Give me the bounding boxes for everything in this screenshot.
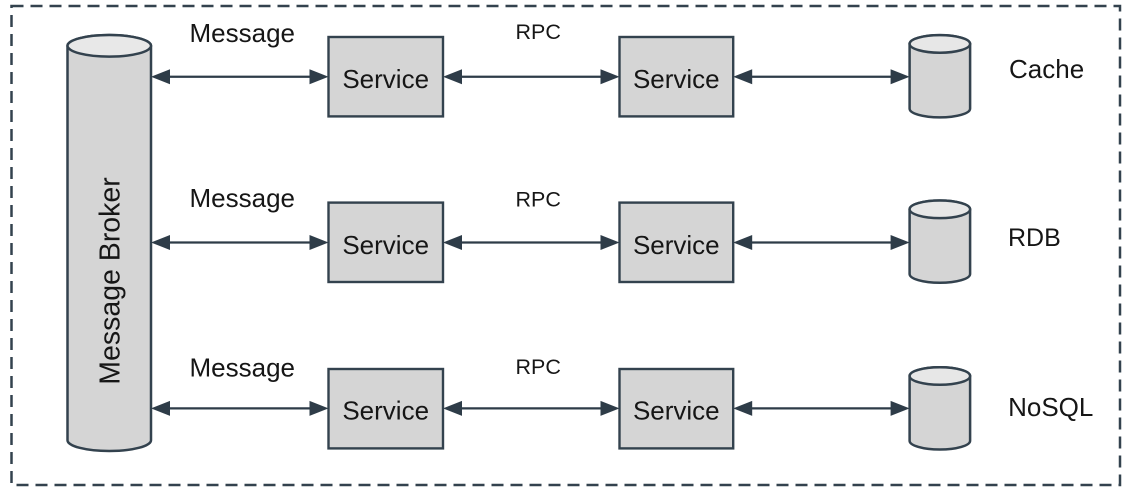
svg-text:Message: Message: [190, 353, 296, 383]
svg-text:Message: Message: [190, 183, 296, 213]
svg-text:Message Broker: Message Broker: [95, 177, 127, 385]
svg-text:RPC: RPC: [516, 187, 561, 211]
svg-text:Service: Service: [342, 64, 429, 94]
svg-text:Service: Service: [633, 396, 720, 426]
svg-text:RPC: RPC: [516, 20, 561, 44]
svg-text:NoSQL: NoSQL: [1008, 392, 1093, 422]
svg-text:Service: Service: [342, 230, 429, 260]
svg-text:Service: Service: [633, 230, 720, 260]
svg-text:Cache: Cache: [1009, 54, 1084, 84]
svg-text:Service: Service: [633, 64, 720, 94]
svg-text:RPC: RPC: [516, 355, 561, 379]
svg-text:Service: Service: [342, 396, 429, 426]
svg-text:Message: Message: [190, 18, 296, 48]
svg-text:RDB: RDB: [1008, 224, 1061, 252]
